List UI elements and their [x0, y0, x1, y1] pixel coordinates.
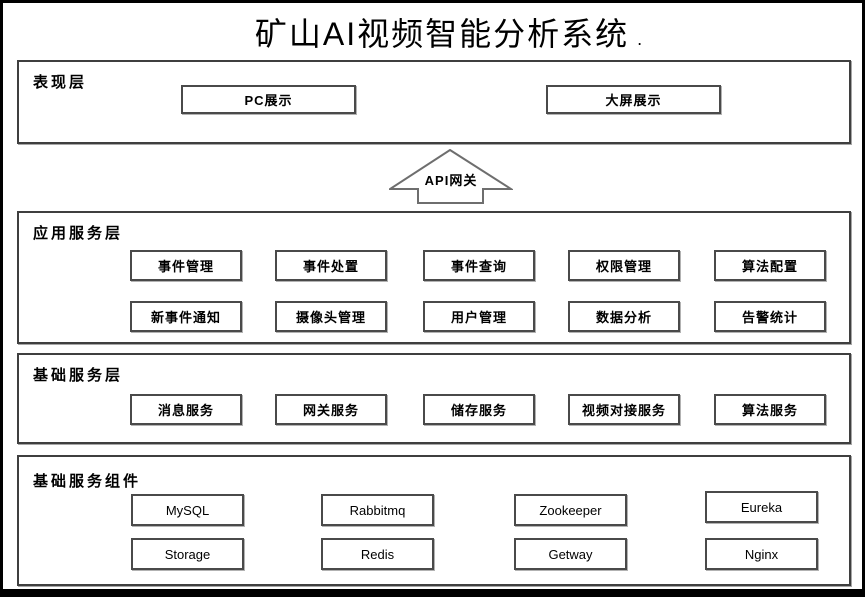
node-algorithm-service: 算法服务: [714, 394, 826, 425]
api-gateway-label: API网关: [424, 173, 478, 188]
api-gateway-arrow: API网关: [389, 149, 513, 205]
base-components-layer-label: 基础服务组件: [33, 473, 142, 490]
presentation-layer: 表现层 PC展示 大屏展示: [17, 60, 851, 144]
node-message-service: 消息服务: [130, 394, 242, 425]
title-dot: .: [637, 29, 643, 49]
node-big-screen-display: 大屏展示: [546, 85, 721, 114]
base-components-layer: 基础服务组件 MySQL Rabbitmq Zookeeper Eureka S…: [17, 455, 851, 586]
node-video-integration-service: 视频对接服务: [568, 394, 680, 425]
node-getway: Getway: [514, 538, 627, 570]
node-new-event-notification: 新事件通知: [130, 301, 242, 332]
node-event-management: 事件管理: [130, 250, 242, 281]
node-user-management: 用户管理: [423, 301, 535, 332]
node-pc-display: PC展示: [181, 85, 356, 114]
page-title: 矿山AI视频智能分析系统.: [3, 9, 862, 55]
node-storage-service: 储存服务: [423, 394, 535, 425]
node-nginx: Nginx: [705, 538, 818, 570]
base-service-layer: 基础服务层 消息服务 网关服务 储存服务 视频对接服务 算法服务: [17, 353, 851, 444]
node-zookeeper: Zookeeper: [514, 494, 627, 526]
node-algorithm-config: 算法配置: [714, 250, 826, 281]
node-permission-management: 权限管理: [568, 250, 680, 281]
presentation-layer-label: 表现层: [33, 74, 88, 91]
base-service-layer-label: 基础服务层: [33, 367, 124, 384]
node-rabbitmq: Rabbitmq: [321, 494, 434, 526]
node-redis: Redis: [321, 538, 434, 570]
title-text: 矿山AI视频智能分析系统: [254, 16, 630, 52]
node-event-handling: 事件处置: [275, 250, 387, 281]
node-eureka: Eureka: [705, 491, 818, 523]
node-alarm-statistics: 告警统计: [714, 301, 826, 332]
application-service-layer: 应用服务层 事件管理 事件处置 事件查询 权限管理 算法配置 新事件通知 摄像头…: [17, 211, 851, 344]
node-storage: Storage: [131, 538, 244, 570]
node-data-analysis: 数据分析: [568, 301, 680, 332]
node-gateway-service: 网关服务: [275, 394, 387, 425]
node-camera-management: 摄像头管理: [275, 301, 387, 332]
application-service-layer-label: 应用服务层: [33, 225, 124, 242]
node-event-query: 事件查询: [423, 250, 535, 281]
up-arrow-icon: [389, 149, 513, 204]
node-mysql: MySQL: [131, 494, 244, 526]
